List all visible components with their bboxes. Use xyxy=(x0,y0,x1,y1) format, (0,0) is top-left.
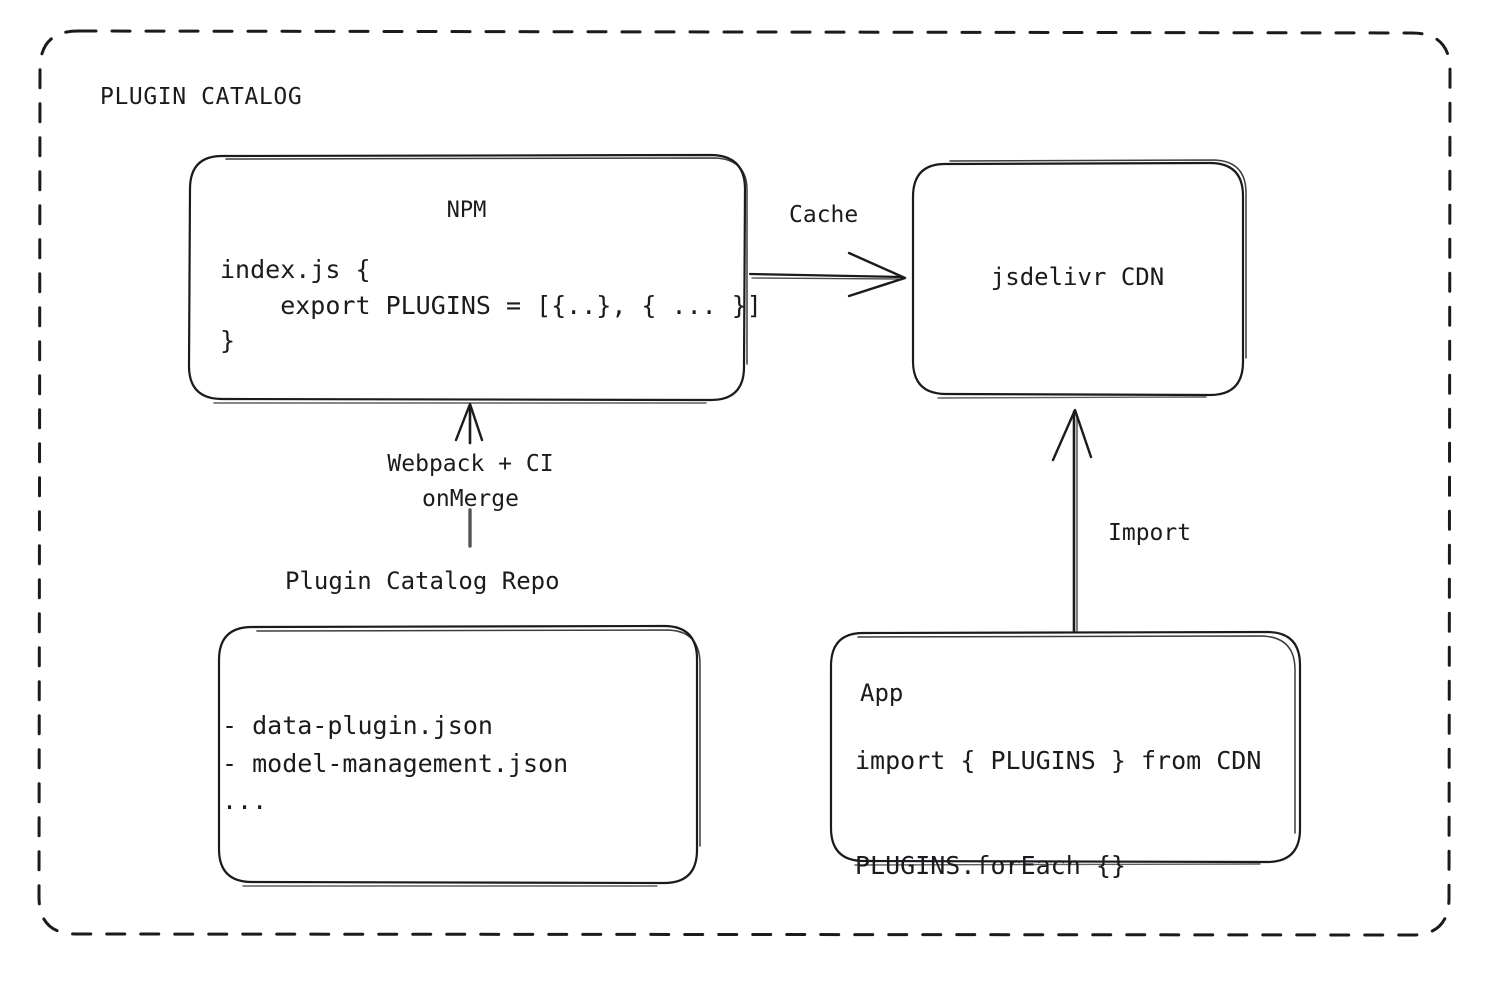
cdn-node-border-sketch xyxy=(949,159,1247,359)
app-node-title: App xyxy=(860,679,904,707)
app-node-code: import { PLUGINS } from CDN PLUGINS.forE… xyxy=(855,746,1262,880)
cache-edge-label: Cache xyxy=(789,202,859,228)
npm-node-title: NPM xyxy=(446,198,487,223)
cache-edge-arrowhead xyxy=(847,251,907,298)
import-edge-label: Import xyxy=(1108,520,1192,546)
build-edge-label: Webpack + CI onMerge xyxy=(387,451,554,512)
cache-edge-line xyxy=(748,272,905,279)
cdn-node-title: jsdelivr CDN xyxy=(990,263,1165,291)
npm-node-code: index.js { export PLUGINS = [{..}, { ...… xyxy=(220,255,762,355)
import-edge-arrowhead xyxy=(1051,408,1093,462)
repo-node-caption: Plugin Catalog Repo xyxy=(285,567,560,595)
repo-node-file-list: - data-plugin.json - model-management.js… xyxy=(222,711,569,815)
cache-edge-line-sketch xyxy=(751,277,902,280)
plugin-catalog-title: PLUGIN CATALOG xyxy=(100,84,303,110)
build-edge-arrowhead xyxy=(454,402,484,442)
cdn-node-border-sketch-2 xyxy=(937,396,1207,399)
